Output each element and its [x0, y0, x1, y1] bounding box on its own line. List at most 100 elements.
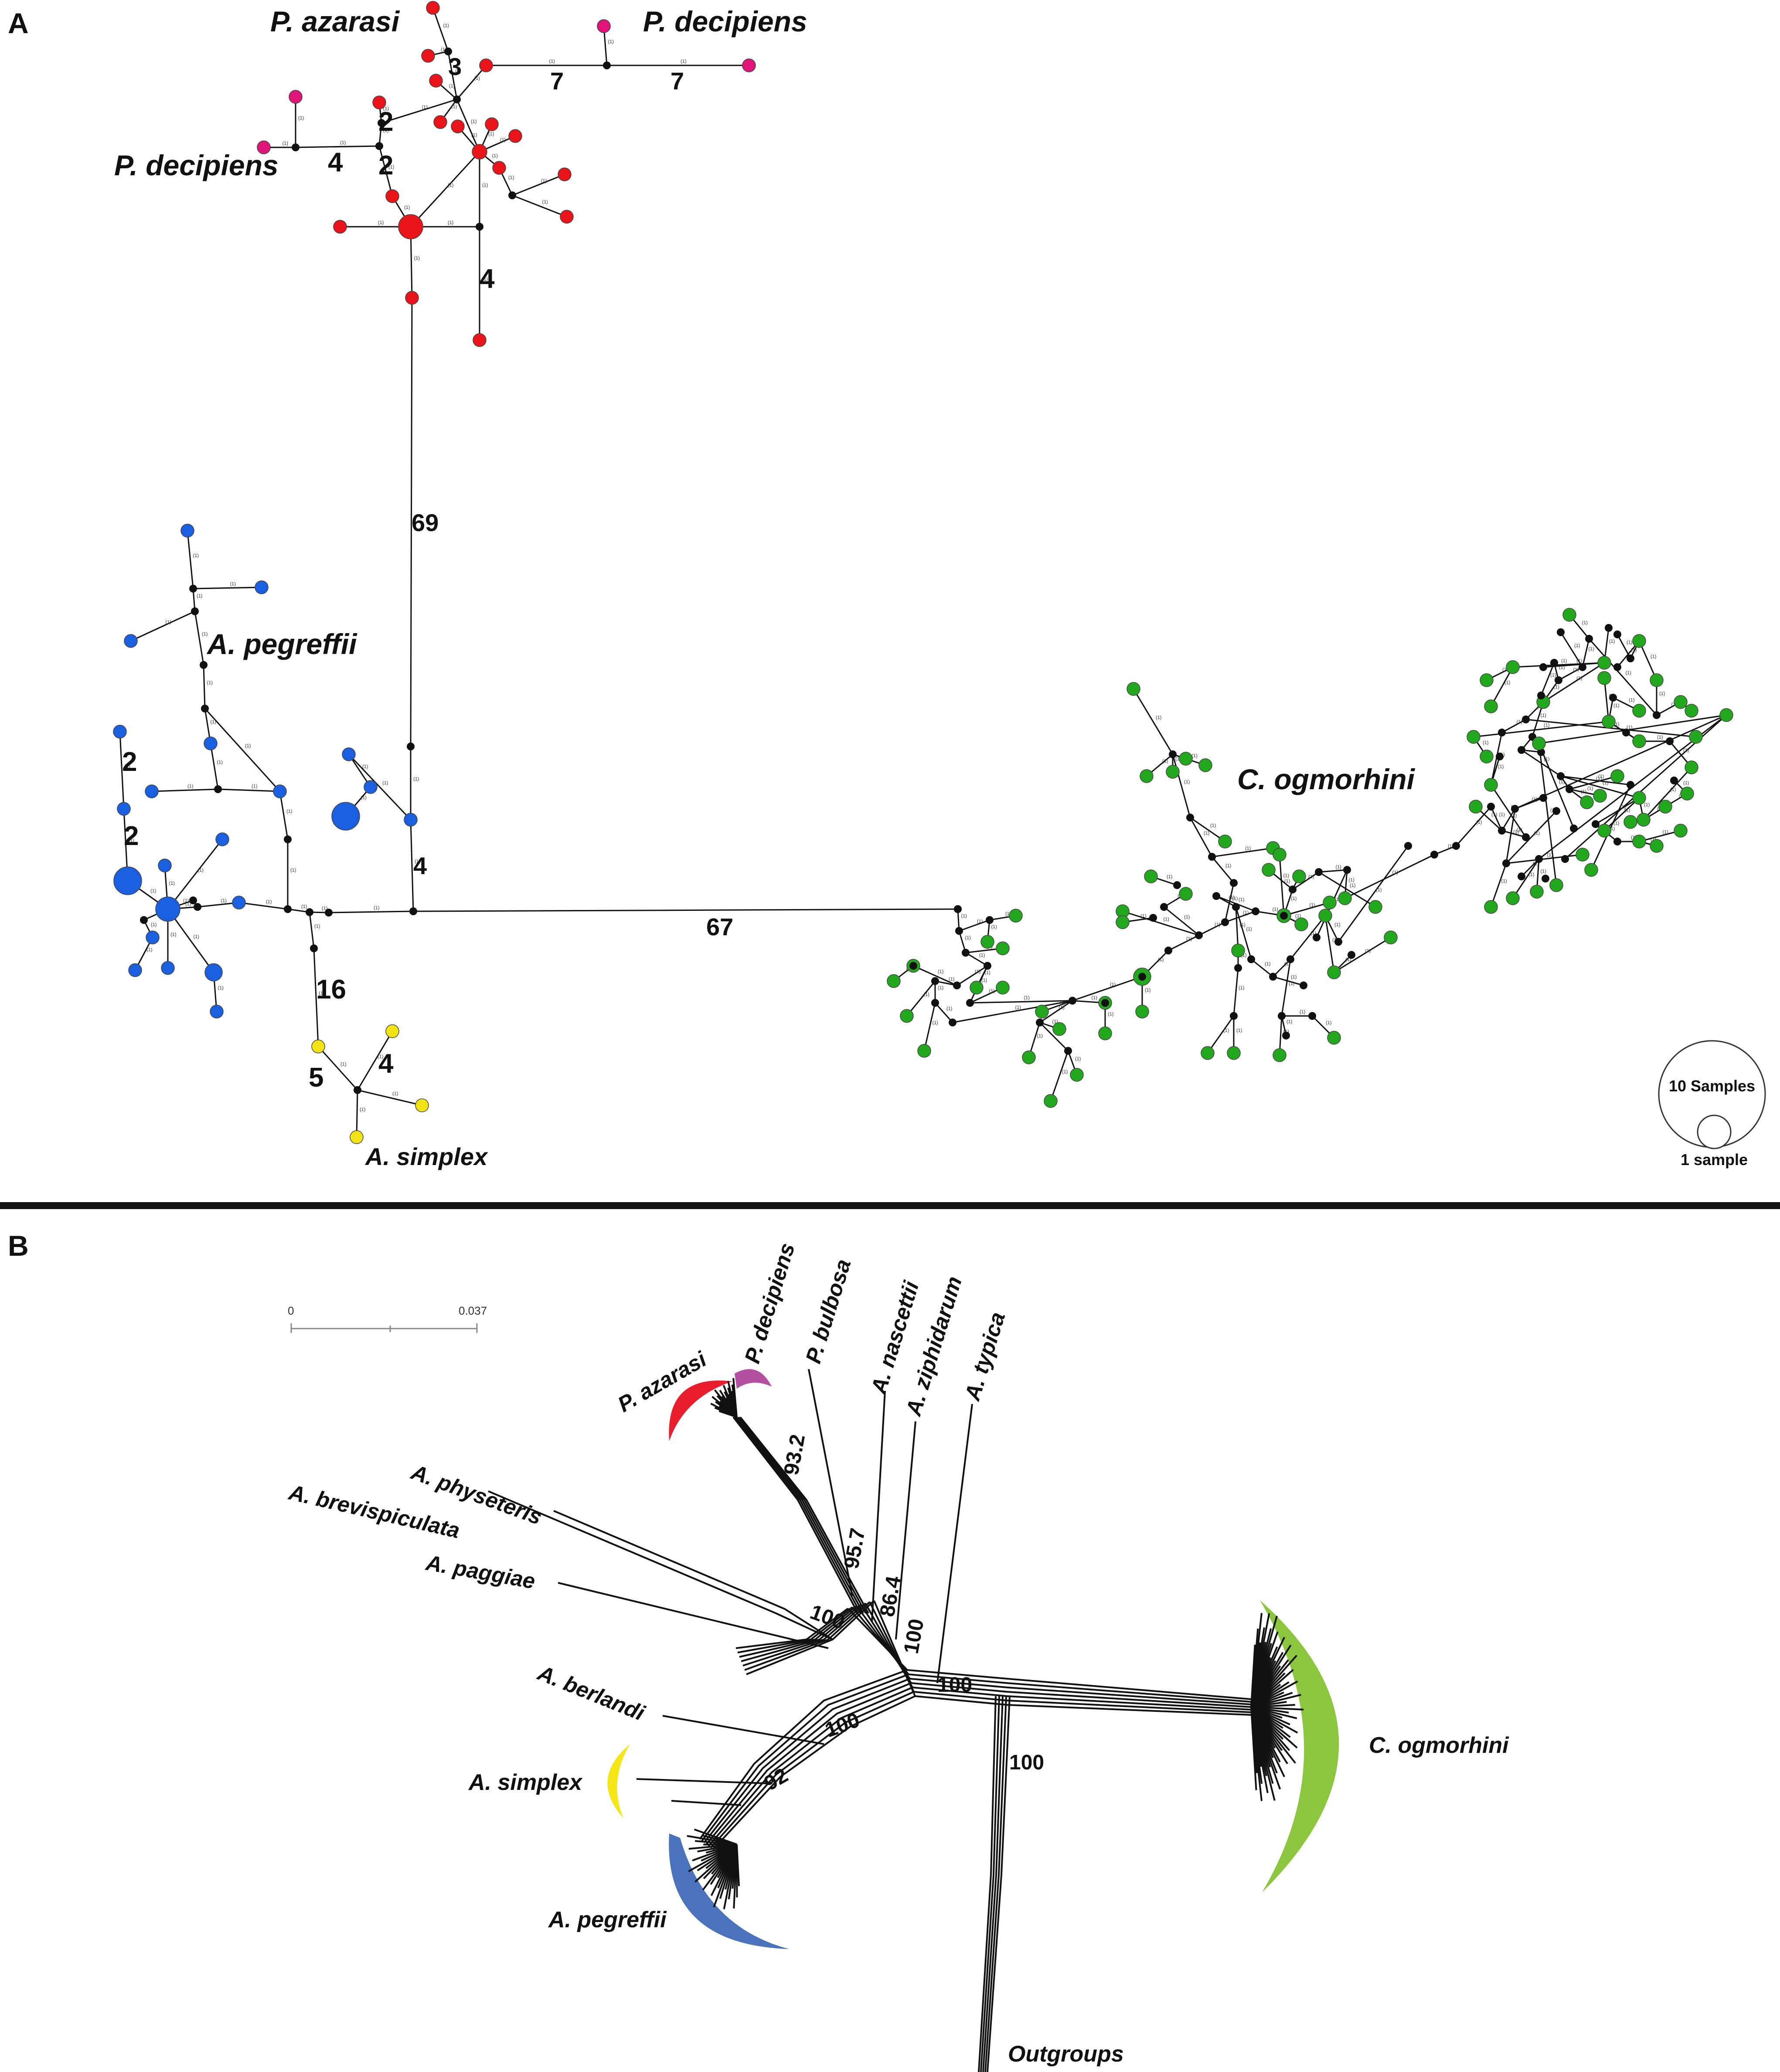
edge-g74-g78: [1338, 845, 1409, 942]
haplotype-node: [473, 333, 487, 347]
step-label: (1): [362, 764, 368, 770]
edge-g38-g39: [1190, 817, 1225, 842]
step-label: (1): [298, 116, 304, 121]
haplotype-node: [331, 802, 360, 831]
step-label: (1): [1110, 982, 1116, 988]
step-label: (1): [1225, 863, 1231, 869]
haplotype-node: [996, 941, 1010, 955]
taxon-a-berlandi: A. berlandi: [534, 1660, 648, 1726]
haplotype-node: [1632, 734, 1646, 748]
step-label: (1): [965, 935, 971, 941]
edge-g132-g133: [1617, 634, 1631, 659]
haplotype-node: [1070, 1068, 1084, 1082]
edge-g32-g47: [1279, 854, 1285, 916]
haplotype-node: [1506, 891, 1520, 905]
edge-b_ad-b_ae: [309, 912, 315, 949]
count-5: 5: [309, 1063, 323, 1093]
haplotype-node: [350, 1130, 364, 1144]
step-label: (1): [207, 680, 213, 685]
panel-a-label: A: [8, 7, 29, 39]
haplotype-node: [421, 49, 435, 63]
step-label: (1): [1024, 995, 1030, 1001]
haplotype-node: [273, 784, 287, 798]
step-label: (1): [183, 898, 189, 903]
haplotype-node: [980, 935, 994, 949]
step-label: (1): [1501, 879, 1507, 884]
edge-g14-g17: [923, 1002, 936, 1051]
ogmorhini-branch: [869, 1602, 1252, 1713]
median-vector-node: [1221, 918, 1229, 926]
step-label: (1): [1683, 780, 1689, 786]
haplotype-node: [232, 896, 246, 910]
edge-g94-g127: [1588, 638, 1657, 716]
step-label: (1): [1060, 1000, 1065, 1005]
edge-r_t-t1: [410, 297, 413, 747]
step-label: (1): [989, 989, 995, 994]
step-label: (1): [1162, 759, 1168, 764]
step-label: (1): [217, 760, 223, 765]
outgroup-branch: [980, 1696, 1000, 2072]
median-vector-node: [1247, 955, 1255, 963]
haplotype-node: [1580, 795, 1594, 809]
step-label: (1): [471, 133, 477, 138]
step-label: (1): [938, 969, 943, 975]
median-vector-node: [214, 785, 222, 793]
median-vector-node: [1613, 838, 1621, 845]
median-vector-node: [284, 835, 292, 843]
haplotype-node: [1689, 730, 1703, 744]
simplex-branch: [636, 1778, 768, 1784]
edge-g123-g125: [1603, 678, 1610, 722]
median-vector-node: [1496, 753, 1504, 760]
edge-b_m-b_k: [218, 788, 280, 792]
edge-g93-g96: [1560, 632, 1583, 668]
step-label: (1): [1186, 937, 1192, 942]
haplotype-node: [1467, 730, 1480, 744]
median-vector-node: [1585, 635, 1593, 643]
pegreffii-tip: [694, 1828, 737, 1845]
anisakis-lower-branch: [710, 1691, 914, 1849]
step-label: (1): [975, 969, 980, 975]
step-label: (1): [1613, 821, 1619, 826]
haplotype-node: [1530, 885, 1544, 899]
edge-b_p-b_q: [197, 902, 239, 908]
haplotype-node: [1719, 708, 1733, 722]
anisakis-upper-branch: [739, 1605, 858, 1658]
edge-b_d-b_e: [193, 586, 262, 590]
step-label: (1): [1626, 671, 1631, 676]
step-label: (1): [1376, 887, 1382, 893]
step-label: (1): [1204, 831, 1209, 836]
bootstrap-93-2: 93.2: [780, 1433, 810, 1477]
step-label: (1): [1683, 748, 1689, 753]
step-label: (1): [404, 205, 410, 210]
haplotype-node: [1198, 758, 1212, 772]
haplotype-node: [1135, 1005, 1149, 1019]
haplotype-node: [1218, 835, 1232, 849]
step-label: (1): [448, 183, 453, 188]
edge-g81-g82: [1490, 806, 1503, 831]
median-vector-node: [1518, 746, 1525, 754]
scale-bar: 0 0.037: [288, 1304, 487, 1333]
median-vector-node: [1282, 1032, 1290, 1039]
step-label: (1): [1167, 874, 1172, 879]
step-label: (1): [166, 620, 171, 625]
outgroup-branch: [987, 1696, 1011, 2072]
edge-g68-g71: [1318, 871, 1376, 908]
bootstrap-100-e: 100: [1009, 1751, 1044, 1774]
edge-g130-g131: [1638, 641, 1657, 681]
median-vector-node: [1252, 907, 1259, 915]
edge-b_d-b_c: [187, 530, 194, 589]
median-vector-node: [603, 61, 611, 69]
step-label: (1): [1108, 1012, 1113, 1017]
median-vector-node: [1343, 866, 1351, 874]
haplotype-node: [1273, 848, 1287, 862]
median-vector-node: [453, 95, 461, 103]
haplotype-node: [1044, 1094, 1058, 1108]
step-label: (1): [360, 1107, 365, 1112]
node-size-legend: 10 Samples 1 sample: [1658, 1040, 1766, 1169]
median-vector-node: [1511, 805, 1519, 813]
count-pegreffii-2a: 2: [122, 747, 137, 777]
step-label: (1): [415, 859, 420, 864]
median-vector-node: [1605, 624, 1613, 632]
haplotype-node: [451, 119, 465, 133]
haplotype-node: [204, 736, 218, 750]
